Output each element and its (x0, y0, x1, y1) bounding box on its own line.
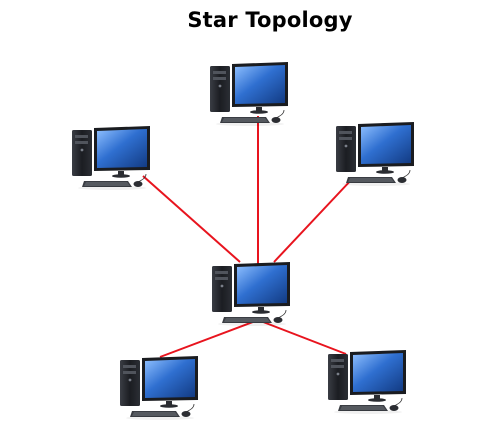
monitor-screen (235, 65, 285, 104)
monitor-screen (237, 265, 287, 304)
diagram-title: Star Topology (187, 8, 353, 32)
mouse (133, 181, 143, 187)
mouse (397, 177, 407, 183)
monitor-screen (97, 129, 147, 168)
monitor-screen (361, 125, 411, 164)
mouse (273, 317, 283, 323)
link-hub-to-left (142, 175, 241, 263)
mouse (389, 405, 399, 411)
computer-top (210, 62, 288, 126)
monitor-screen (353, 353, 403, 392)
network-links (142, 116, 354, 358)
computer-bottom-right (328, 350, 406, 414)
network-nodes (72, 62, 414, 420)
computer-right (336, 122, 414, 186)
computer-bottom-left (120, 356, 198, 420)
computer-left (72, 126, 150, 190)
computer-hub (212, 262, 290, 326)
link-hub-to-bottom-left (159, 319, 259, 358)
link-hub-to-right (273, 177, 354, 263)
monitor-screen (145, 359, 195, 398)
mouse (271, 117, 281, 123)
mouse (181, 411, 191, 417)
link-hub-to-bottom-right (257, 319, 347, 355)
